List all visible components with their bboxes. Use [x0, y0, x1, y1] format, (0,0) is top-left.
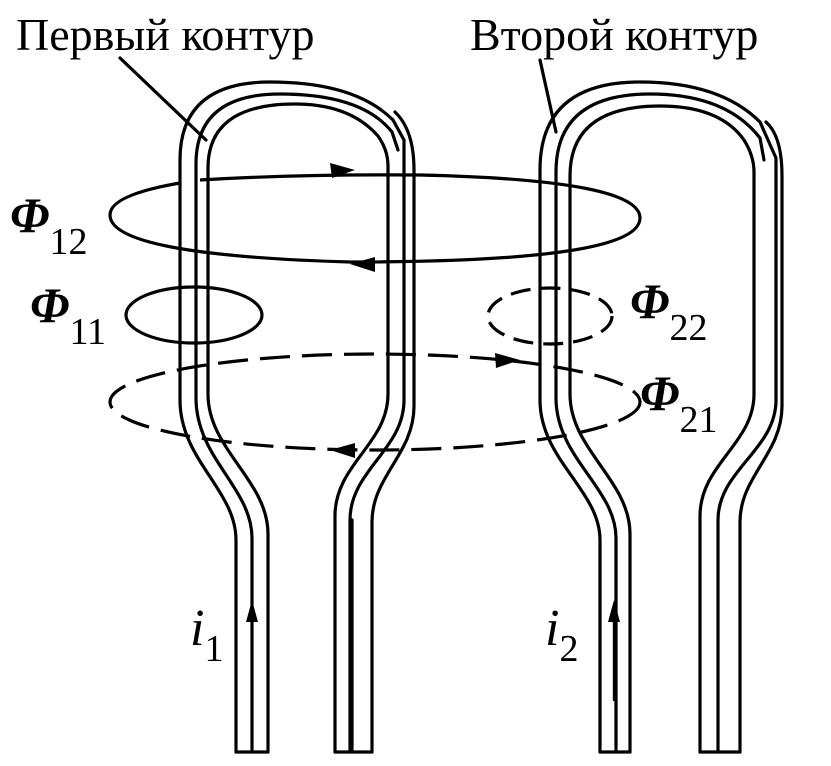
flux-phi22-label: Φ22 — [630, 273, 707, 349]
flux-phi21-label: Φ21 — [640, 365, 717, 441]
current-i2-label: i2 — [545, 600, 578, 670]
flux-phi22-loop — [486, 286, 614, 346]
flux-phi11-label: Φ11 — [30, 277, 106, 353]
arrow-icon — [330, 443, 355, 458]
current-i1: i1 — [190, 600, 258, 702]
first-circuit — [178, 80, 416, 754]
current-i1-label: i1 — [190, 600, 223, 670]
arrow-icon — [495, 353, 520, 368]
flux-phi12-label: Φ12 — [10, 187, 87, 263]
second-circuit — [538, 80, 784, 754]
current-i2: i2 — [545, 600, 620, 702]
flux-phi21-loop — [108, 352, 642, 458]
flux-phi12-loop — [108, 163, 642, 272]
second-circuit-label: Второй контур — [470, 9, 758, 60]
second-circuit-leader — [538, 58, 558, 134]
arrow-icon — [350, 257, 375, 272]
flux-phi11-loop — [124, 285, 264, 345]
arrow-up-icon — [608, 600, 620, 622]
first-circuit-label: Первый контур — [16, 9, 315, 60]
arrow-up-icon — [246, 600, 258, 622]
first-circuit-leader — [118, 56, 208, 142]
arrow-icon — [330, 163, 355, 178]
